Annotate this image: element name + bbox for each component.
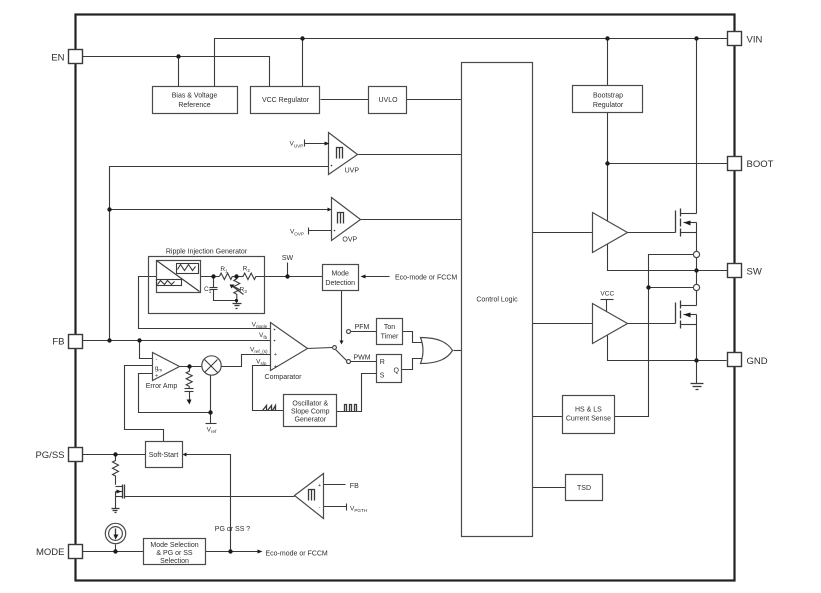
- svg-text:Selection: Selection: [160, 558, 189, 565]
- svg-text:+: +: [274, 364, 277, 370]
- svg-text:Ripple Injection Generator: Ripple Injection Generator: [166, 248, 248, 255]
- svg-text:MODE: MODE: [36, 547, 65, 558]
- svg-text:HS & LS: HS & LS: [575, 407, 602, 414]
- svg-text:GND: GND: [747, 356, 768, 367]
- svg-text:+: +: [155, 373, 158, 379]
- svg-text:VIN: VIN: [747, 34, 763, 45]
- svg-text:R: R: [380, 359, 385, 366]
- svg-text:Vslp: Vslp: [256, 359, 267, 367]
- svg-text:BOOT: BOOT: [747, 159, 774, 170]
- svg-text:SW: SW: [747, 267, 762, 278]
- svg-text:+: +: [274, 352, 277, 358]
- svg-text:Detection: Detection: [325, 280, 355, 287]
- svg-text:TSD: TSD: [577, 485, 591, 492]
- svg-text:Timer: Timer: [381, 334, 399, 341]
- svg-text:Eco-mode or FCCM: Eco-mode or FCCM: [266, 551, 328, 558]
- svg-text:Vref_(s): Vref_(s): [250, 346, 268, 354]
- svg-text:Control Logic: Control Logic: [476, 297, 518, 304]
- svg-text:Regulator: Regulator: [593, 102, 624, 109]
- svg-text:Ton: Ton: [384, 324, 395, 331]
- svg-text:Eco-mode or FCCM: Eco-mode or FCCM: [395, 274, 457, 281]
- svg-text:Soft-Start: Soft-Start: [149, 452, 179, 459]
- svg-text:VCC Regulator: VCC Regulator: [262, 97, 310, 104]
- svg-text:& PG or SS: & PG or SS: [156, 550, 193, 557]
- svg-text:Current Sense: Current Sense: [566, 416, 611, 423]
- svg-text:Oscillator &: Oscillator &: [292, 401, 328, 408]
- svg-text:PG or SS ?: PG or SS ?: [215, 526, 251, 533]
- svg-text:FB: FB: [52, 337, 64, 348]
- svg-text:Generator: Generator: [295, 417, 327, 424]
- svg-text:PG/SS: PG/SS: [35, 450, 64, 461]
- svg-text:gm: gm: [155, 365, 163, 373]
- svg-text:R2: R2: [243, 266, 251, 274]
- svg-text:VPGTH: VPGTH: [350, 506, 367, 514]
- svg-text:VCC: VCC: [600, 290, 614, 297]
- svg-text:R1: R1: [220, 266, 228, 274]
- svg-text:FB: FB: [350, 483, 359, 490]
- svg-text:R3: R3: [240, 287, 248, 295]
- svg-text:Error Amp: Error Amp: [146, 383, 178, 390]
- svg-text:SW: SW: [282, 255, 294, 262]
- svg-text:+: +: [318, 483, 321, 489]
- svg-text:Comparator: Comparator: [265, 374, 303, 381]
- svg-text:Bootstrap: Bootstrap: [593, 92, 623, 99]
- svg-text:S: S: [380, 372, 385, 379]
- svg-text:-: -: [319, 505, 321, 511]
- svg-text:Slope Comp: Slope Comp: [291, 409, 330, 416]
- svg-text:Vref: Vref: [207, 426, 217, 434]
- svg-text:-: -: [156, 357, 158, 363]
- svg-text:EN: EN: [51, 52, 64, 63]
- svg-text:PFM: PFM: [355, 324, 370, 331]
- svg-text:VOVP: VOVP: [290, 229, 304, 237]
- svg-text:UVLO: UVLO: [378, 97, 398, 104]
- svg-text:PWM: PWM: [353, 355, 370, 362]
- svg-text:Reference: Reference: [178, 102, 210, 109]
- svg-text:Vfb: Vfb: [259, 332, 268, 340]
- svg-text:Q: Q: [394, 368, 400, 375]
- svg-text:Mode: Mode: [331, 271, 349, 278]
- svg-text:VUVP: VUVP: [290, 141, 304, 149]
- svg-text:Bias & Voltage: Bias & Voltage: [172, 93, 218, 100]
- svg-text:UVP: UVP: [345, 167, 360, 174]
- svg-text:Vripple: Vripple: [252, 321, 268, 329]
- svg-text:Mode Selection: Mode Selection: [150, 542, 198, 549]
- svg-text:OVP: OVP: [342, 237, 357, 244]
- svg-text:C1: C1: [204, 286, 212, 294]
